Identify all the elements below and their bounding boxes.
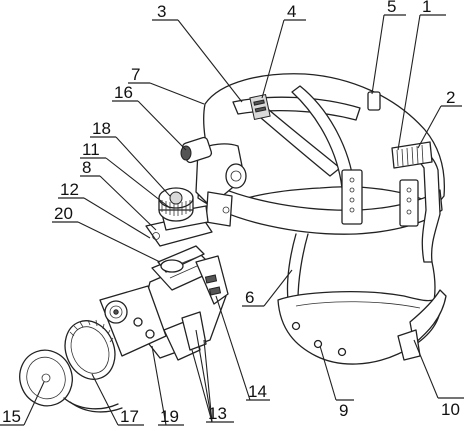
callout-13: 13 <box>208 404 227 423</box>
callout-17: 17 <box>120 407 139 426</box>
callout-4: 4 <box>287 2 296 21</box>
callout-14: 14 <box>248 382 267 401</box>
callout-2: 2 <box>446 88 455 107</box>
callout-3: 3 <box>157 2 166 21</box>
callout-6: 6 <box>245 288 254 307</box>
callout-12: 12 <box>60 180 79 199</box>
callout-19: 19 <box>160 407 179 426</box>
callout-20: 20 <box>54 204 73 223</box>
callout-11: 11 <box>82 140 100 159</box>
callout-5: 5 <box>387 0 396 16</box>
callout-7: 7 <box>131 65 140 84</box>
callout-16: 16 <box>114 83 133 102</box>
callout-8: 8 <box>82 158 91 177</box>
callout-15: 15 <box>2 407 21 426</box>
mount-assembly <box>145 187 213 247</box>
monocular <box>19 245 229 413</box>
callout-9: 9 <box>339 401 348 420</box>
callout-labels: 1 2 3 4 5 6 7 8 9 10 11 12 13 14 15 16 1… <box>2 0 460 426</box>
head-mount <box>180 73 447 365</box>
callout-18: 18 <box>92 119 111 138</box>
callout-1: 1 <box>422 0 431 16</box>
leader-lines <box>0 14 464 426</box>
callout-10: 10 <box>441 400 460 419</box>
